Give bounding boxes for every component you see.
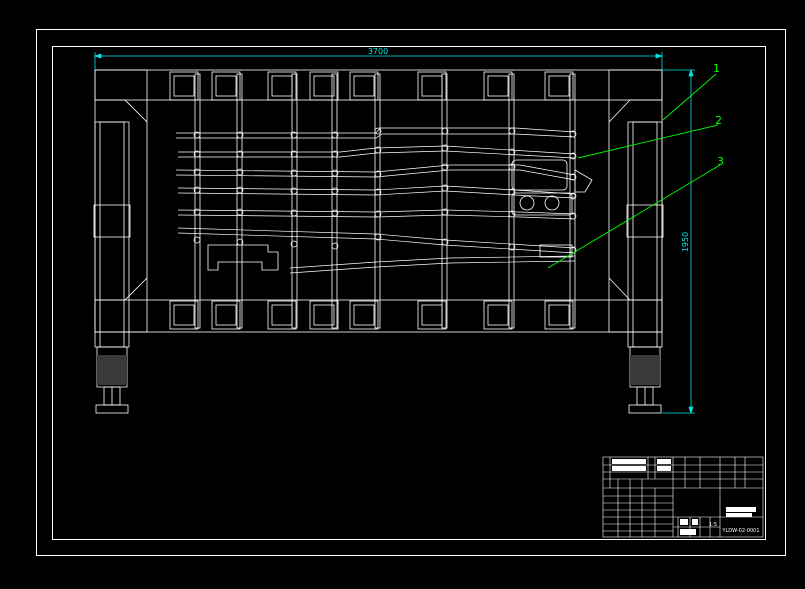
right-foot-shading <box>630 355 660 385</box>
width-dimension-label: 3700 <box>368 47 388 56</box>
clamp-nodes <box>193 127 577 254</box>
leader-lines <box>547 73 721 269</box>
left-foot-shading <box>97 355 127 385</box>
callout-3: 3 <box>717 155 724 168</box>
width-dimension <box>93 52 664 70</box>
title-block-fills <box>612 459 756 535</box>
height-dimension-label: 1950 <box>681 232 690 252</box>
title-block <box>602 456 764 538</box>
top-clamp-blocks <box>169 71 574 101</box>
callout-2: 2 <box>715 114 722 127</box>
vertical-clamp-bars <box>194 73 576 329</box>
drawing-scale: 1:5 <box>709 522 717 528</box>
height-dimension <box>662 68 695 415</box>
inner-sheet-border <box>52 46 766 540</box>
fixture-brackets <box>207 159 593 271</box>
bottom-clamp-blocks <box>169 300 574 330</box>
fixture-frame <box>94 69 663 333</box>
outer-sheet-border <box>36 29 786 556</box>
callout-1: 1 <box>713 62 720 75</box>
horizontal-tube-rails <box>175 127 576 274</box>
drawing-number: YLDW-02-0001 <box>721 528 759 534</box>
